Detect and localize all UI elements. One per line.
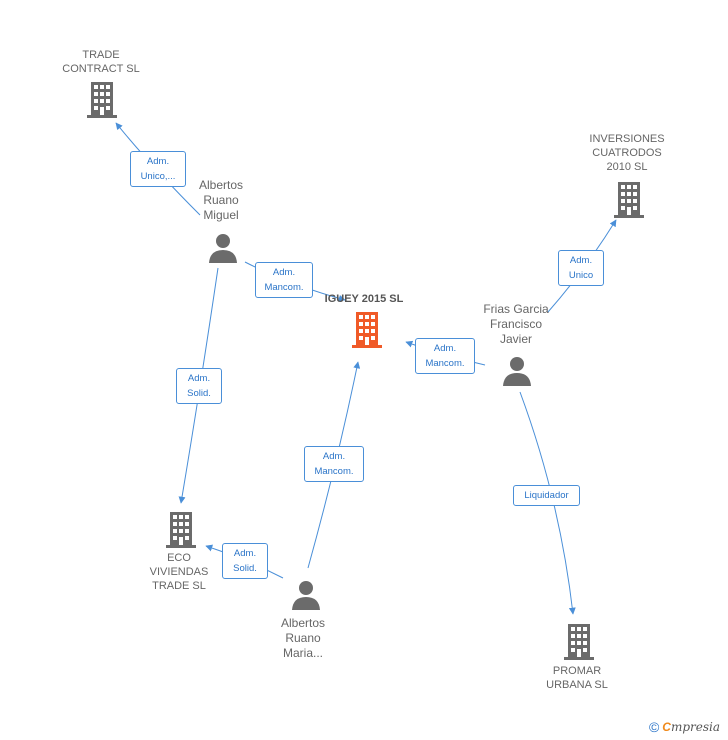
edge-label-adm-mancom-maria[interactable]: Adm. Mancom.	[304, 446, 364, 482]
building-icon-eco-viviendas[interactable]	[164, 512, 198, 548]
company-label-trade-contract: TRADE CONTRACT SL	[62, 49, 140, 75]
building-icon-promar[interactable]	[562, 624, 596, 660]
company-label-inversiones: INVERSIONES CUATRODOS 2010 SL	[589, 133, 665, 173]
building-icon-trade-contract[interactable]	[85, 82, 119, 118]
edge-label-adm-unico-trade[interactable]: Adm. Unico,...	[130, 151, 186, 187]
person-icon-frias[interactable]	[502, 356, 532, 386]
building-icon-inversiones[interactable]	[612, 182, 646, 218]
company-label-eco-viviendas: ECO VIVIENDAS TRADE SL	[149, 552, 209, 592]
brand-name: mpresia	[670, 720, 720, 734]
person-icon-albertos-maria[interactable]	[291, 580, 321, 610]
edge-label-adm-unico-inversiones[interactable]: Adm. Unico	[558, 250, 604, 286]
person-label-frias: Frias Garcia Francisco Javier	[483, 302, 549, 346]
edge-label-adm-mancom-frias[interactable]: Adm. Mancom.	[415, 338, 475, 374]
person-icon-albertos-miguel[interactable]	[208, 233, 238, 263]
edge-label-adm-solid-miguel[interactable]: Adm. Solid.	[176, 368, 222, 404]
brand-logo-letter: C	[662, 720, 671, 734]
building-icon-main[interactable]	[350, 312, 384, 348]
edge-label-liquidador[interactable]: Liquidador	[513, 485, 580, 506]
company-label-promar: PROMAR URBANA SL	[546, 665, 608, 691]
main-company-label: IGUEY 2015 SL	[324, 293, 404, 305]
edge-label-adm-mancom-miguel[interactable]: Adm. Mancom.	[255, 262, 313, 298]
person-label-albertos-miguel: Albertos Ruano Miguel	[198, 178, 244, 222]
person-label-albertos-maria: Albertos Ruano Maria...	[280, 616, 326, 660]
copyright-icon: ©	[648, 719, 660, 735]
edge-label-adm-solid-maria[interactable]: Adm. Solid.	[222, 543, 268, 579]
